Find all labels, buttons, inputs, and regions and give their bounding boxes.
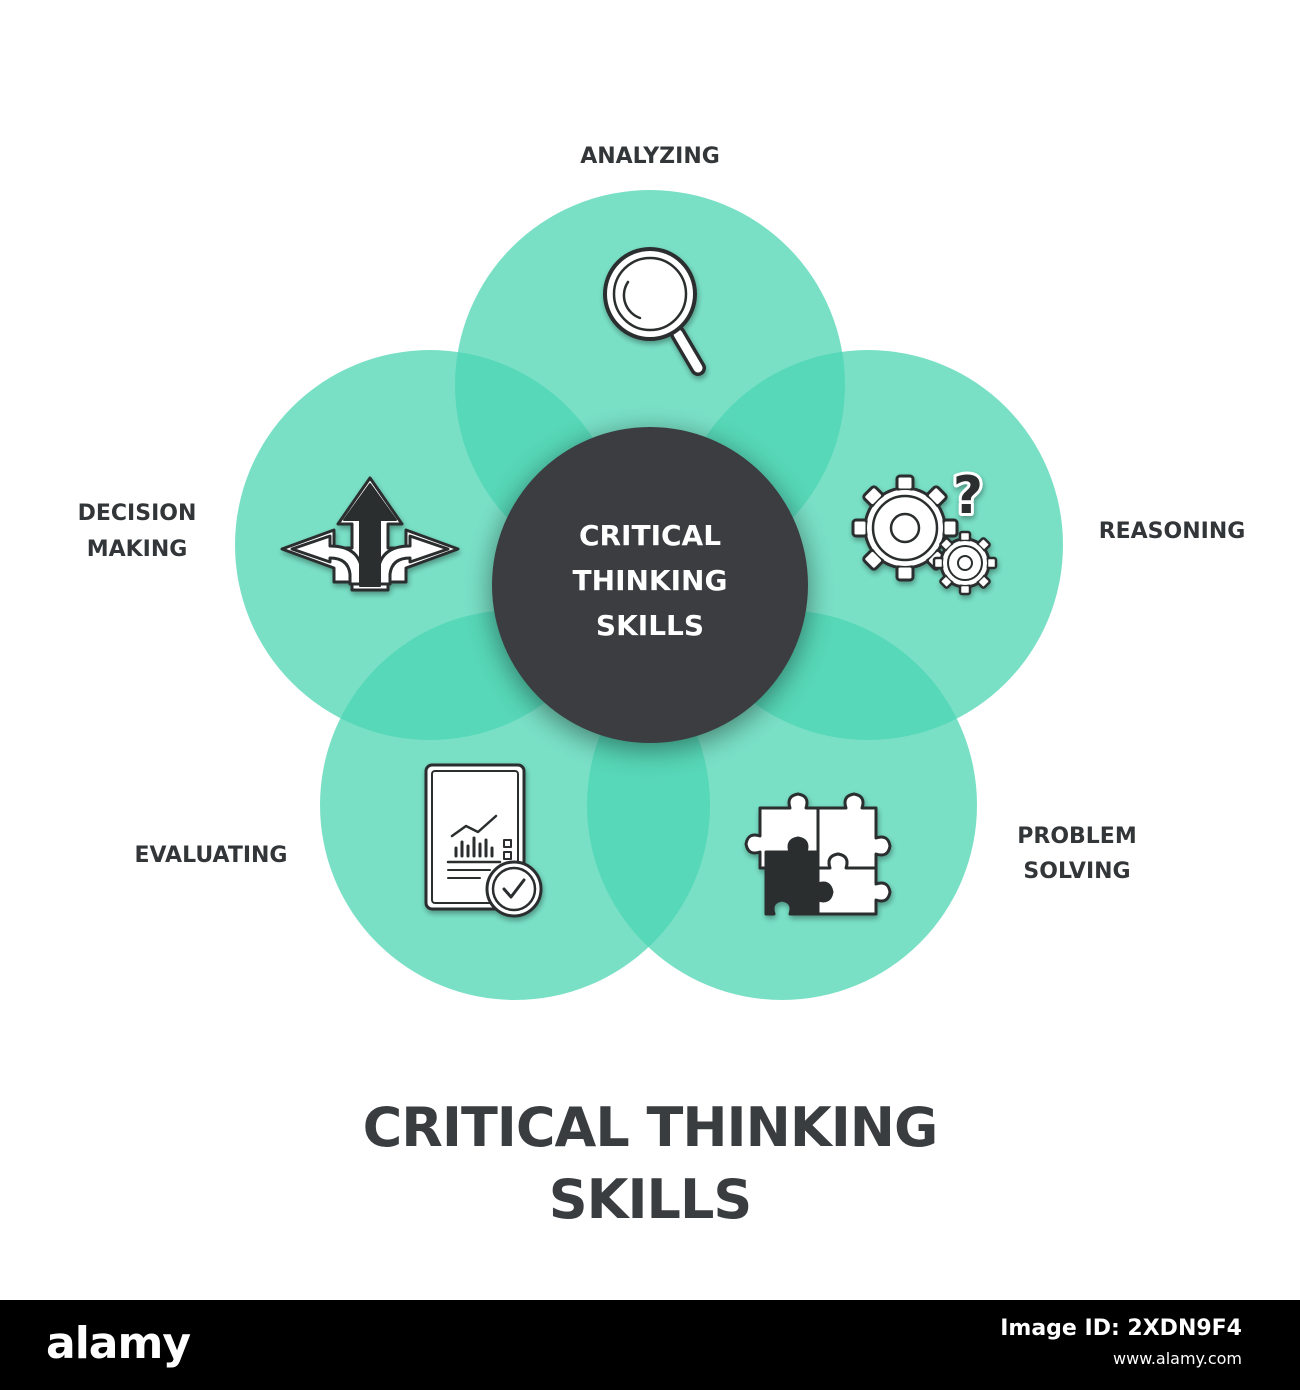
magnifier-icon (603, 247, 706, 376)
puzzle-icon (744, 792, 892, 916)
label-evaluating: EVALUATING (135, 843, 288, 868)
footer-bar (0, 1300, 1300, 1390)
label-reasoning: REASONING (1099, 519, 1246, 544)
center-circle (492, 427, 808, 743)
label-decision-making-line2: MAKING (87, 537, 188, 562)
label-problem-solving-line2: SOLVING (1023, 859, 1130, 884)
split-arrows-icon (280, 476, 460, 592)
venn-diagram: CRITICAL THINKING SKILLS ANALYZING REASO… (78, 144, 1246, 1000)
site-link[interactable]: www.alamy.com (1113, 1349, 1242, 1368)
center-title-line2: THINKING (573, 564, 728, 597)
svg-text:?: ? (953, 466, 983, 526)
main-title-line2: SKILLS (548, 1168, 753, 1231)
label-analyzing: ANALYZING (580, 144, 720, 169)
main-title-line1: CRITICAL THINKING (362, 1096, 939, 1159)
footer-info: Image ID: 2XDN9F4 www.alamy.com (1000, 1314, 1242, 1374)
report-check-icon (424, 763, 543, 918)
center-title-line1: CRITICAL (579, 519, 721, 552)
brand-logo[interactable]: alamy (46, 1318, 191, 1369)
center-title-line3: SKILLS (596, 609, 704, 642)
label-problem-solving-line1: PROBLEM (1017, 824, 1136, 849)
image-id: Image ID: 2XDN9F4 (1000, 1316, 1242, 1341)
gears-question-icon: ? (851, 463, 998, 596)
label-decision-making-line1: DECISION (78, 501, 197, 526)
